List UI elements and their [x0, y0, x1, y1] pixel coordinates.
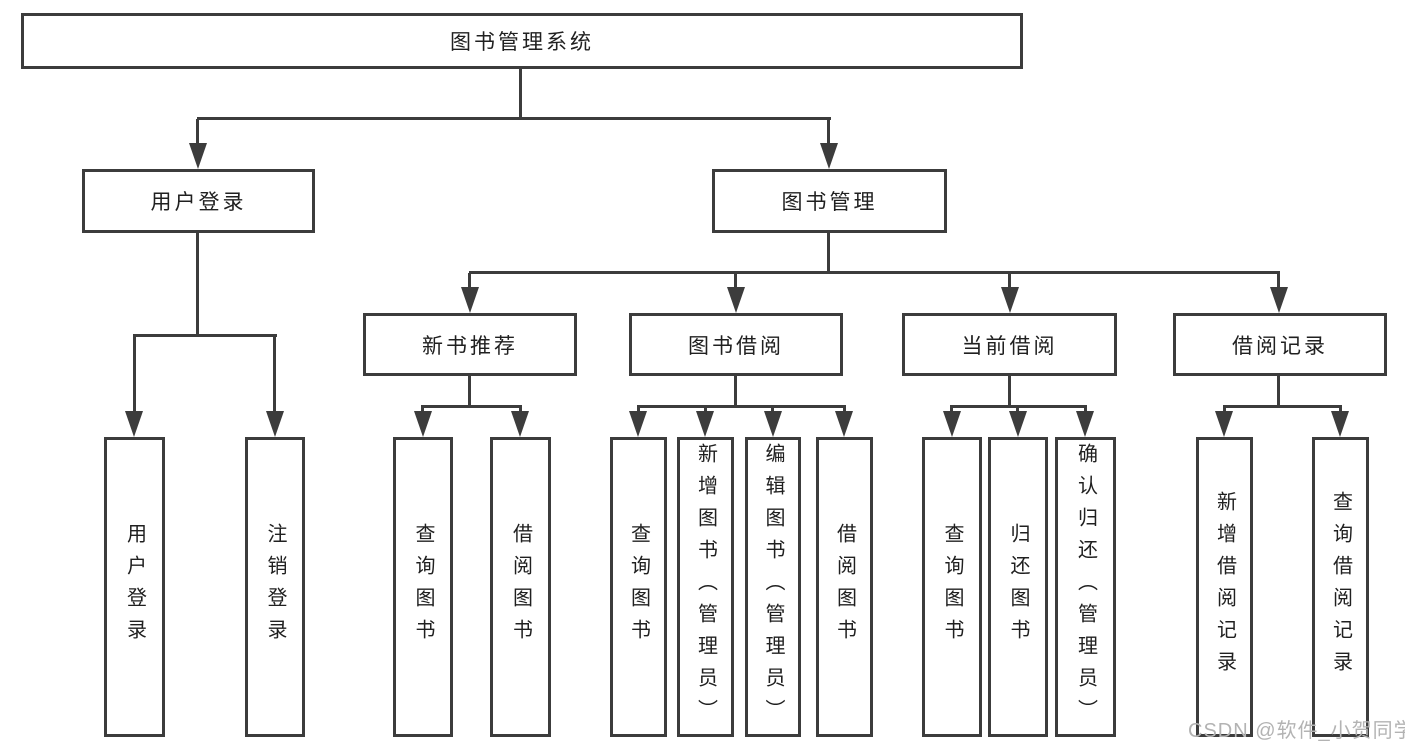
connector-line	[196, 233, 199, 336]
leaf-label: 确认归还（管理员）	[1074, 443, 1097, 731]
leaf-node-query-books-3: 查询图书	[922, 437, 982, 737]
connector-line	[273, 336, 276, 412]
connector-line	[133, 336, 136, 412]
leaf-node-user-login: 用户登录	[104, 437, 165, 737]
connector-line	[1008, 376, 1011, 407]
node-book-management: 图书管理	[712, 169, 947, 233]
arrowhead-down-icon	[727, 287, 745, 313]
connector-line	[519, 405, 522, 413]
connector-line	[734, 376, 737, 407]
connector-line	[734, 273, 737, 289]
leaf-node-borrow-books-1: 借阅图书	[490, 437, 551, 737]
connector-line	[704, 405, 707, 413]
connector-line	[1223, 405, 1342, 408]
leaf-label: 新增借阅记录	[1213, 491, 1236, 683]
arrowhead-down-icon	[835, 411, 853, 437]
leaf-node-query-borrow-record: 查询借阅记录	[1312, 437, 1369, 737]
leaf-label: 编辑图书（管理员）	[762, 443, 784, 731]
connector-line	[1339, 405, 1342, 413]
leaf-node-confirm-return-admin: 确认归还（管理员）	[1055, 437, 1116, 737]
leaf-node-edit-books-admin: 编辑图书（管理员）	[745, 437, 801, 737]
connector-line	[133, 334, 277, 337]
arrowhead-down-icon	[1331, 411, 1349, 437]
connector-line	[827, 119, 830, 146]
arrowhead-down-icon	[511, 411, 529, 437]
arrowhead-down-icon	[1076, 411, 1094, 437]
csdn-watermark: CSDN @软件_小贺同学	[1188, 720, 1405, 742]
leaf-label: 新增图书（管理员）	[694, 443, 717, 731]
leaf-node-logout: 注销登录	[245, 437, 305, 737]
arrowhead-down-icon	[1270, 287, 1288, 313]
connector-line	[421, 405, 522, 408]
leaf-node-return-books: 归还图书	[988, 437, 1048, 737]
leaf-node-add-borrow-record: 新增借阅记录	[1196, 437, 1253, 737]
arrowhead-down-icon	[696, 411, 714, 437]
connector-line	[950, 405, 953, 413]
leaf-label: 查询借阅记录	[1329, 491, 1352, 683]
leaf-node-add-books-admin: 新增图书（管理员）	[677, 437, 734, 737]
leaf-label: 借阅图书	[833, 523, 856, 651]
connector-line	[1008, 273, 1011, 289]
leaf-node-borrow-books-2: 借阅图书	[816, 437, 873, 737]
arrowhead-down-icon	[266, 411, 284, 437]
leaf-label: 用户登录	[123, 523, 146, 651]
arrowhead-down-icon	[189, 143, 207, 169]
connector-line	[1223, 405, 1226, 413]
connector-line	[843, 405, 846, 413]
connector-line	[827, 233, 830, 273]
node-borrowing-records: 借阅记录	[1173, 313, 1387, 376]
node-library-management-system: 图书管理系统	[21, 13, 1023, 69]
arrowhead-down-icon	[1215, 411, 1233, 437]
connector-line	[468, 273, 471, 289]
node-book-borrowing: 图书借阅	[629, 313, 843, 376]
leaf-label: 查询图书	[941, 523, 963, 651]
connector-line	[1277, 273, 1280, 289]
arrowhead-down-icon	[820, 143, 838, 169]
arrowhead-down-icon	[764, 411, 782, 437]
connector-line	[1277, 376, 1280, 407]
connector-line	[196, 119, 199, 146]
leaf-label: 查询图书	[627, 523, 650, 651]
arrowhead-down-icon	[125, 411, 143, 437]
node-new-book-recommendation: 新书推荐	[363, 313, 577, 376]
arrowhead-down-icon	[1001, 287, 1019, 313]
connector-line	[1016, 405, 1019, 413]
leaf-label: 注销登录	[264, 523, 286, 651]
connector-line	[519, 69, 522, 118]
arrowhead-down-icon	[943, 411, 961, 437]
leaf-label: 查询图书	[412, 523, 434, 651]
connector-line	[637, 405, 640, 413]
connector-line	[1084, 405, 1087, 413]
leaf-label: 借阅图书	[509, 523, 532, 651]
arrowhead-down-icon	[414, 411, 432, 437]
connector-line	[771, 405, 774, 413]
arrowhead-down-icon	[629, 411, 647, 437]
connector-line	[468, 376, 471, 407]
connector-line	[469, 271, 1280, 274]
leaf-label: 归还图书	[1007, 523, 1029, 651]
node-user-login: 用户登录	[82, 169, 315, 233]
leaf-node-query-books-2: 查询图书	[610, 437, 667, 737]
leaf-node-query-books-1: 查询图书	[393, 437, 453, 737]
connector-line	[197, 117, 831, 120]
connector-line	[421, 405, 424, 413]
arrowhead-down-icon	[1009, 411, 1027, 437]
arrowhead-down-icon	[461, 287, 479, 313]
connector-line	[637, 405, 846, 408]
node-current-borrowing: 当前借阅	[902, 313, 1117, 376]
